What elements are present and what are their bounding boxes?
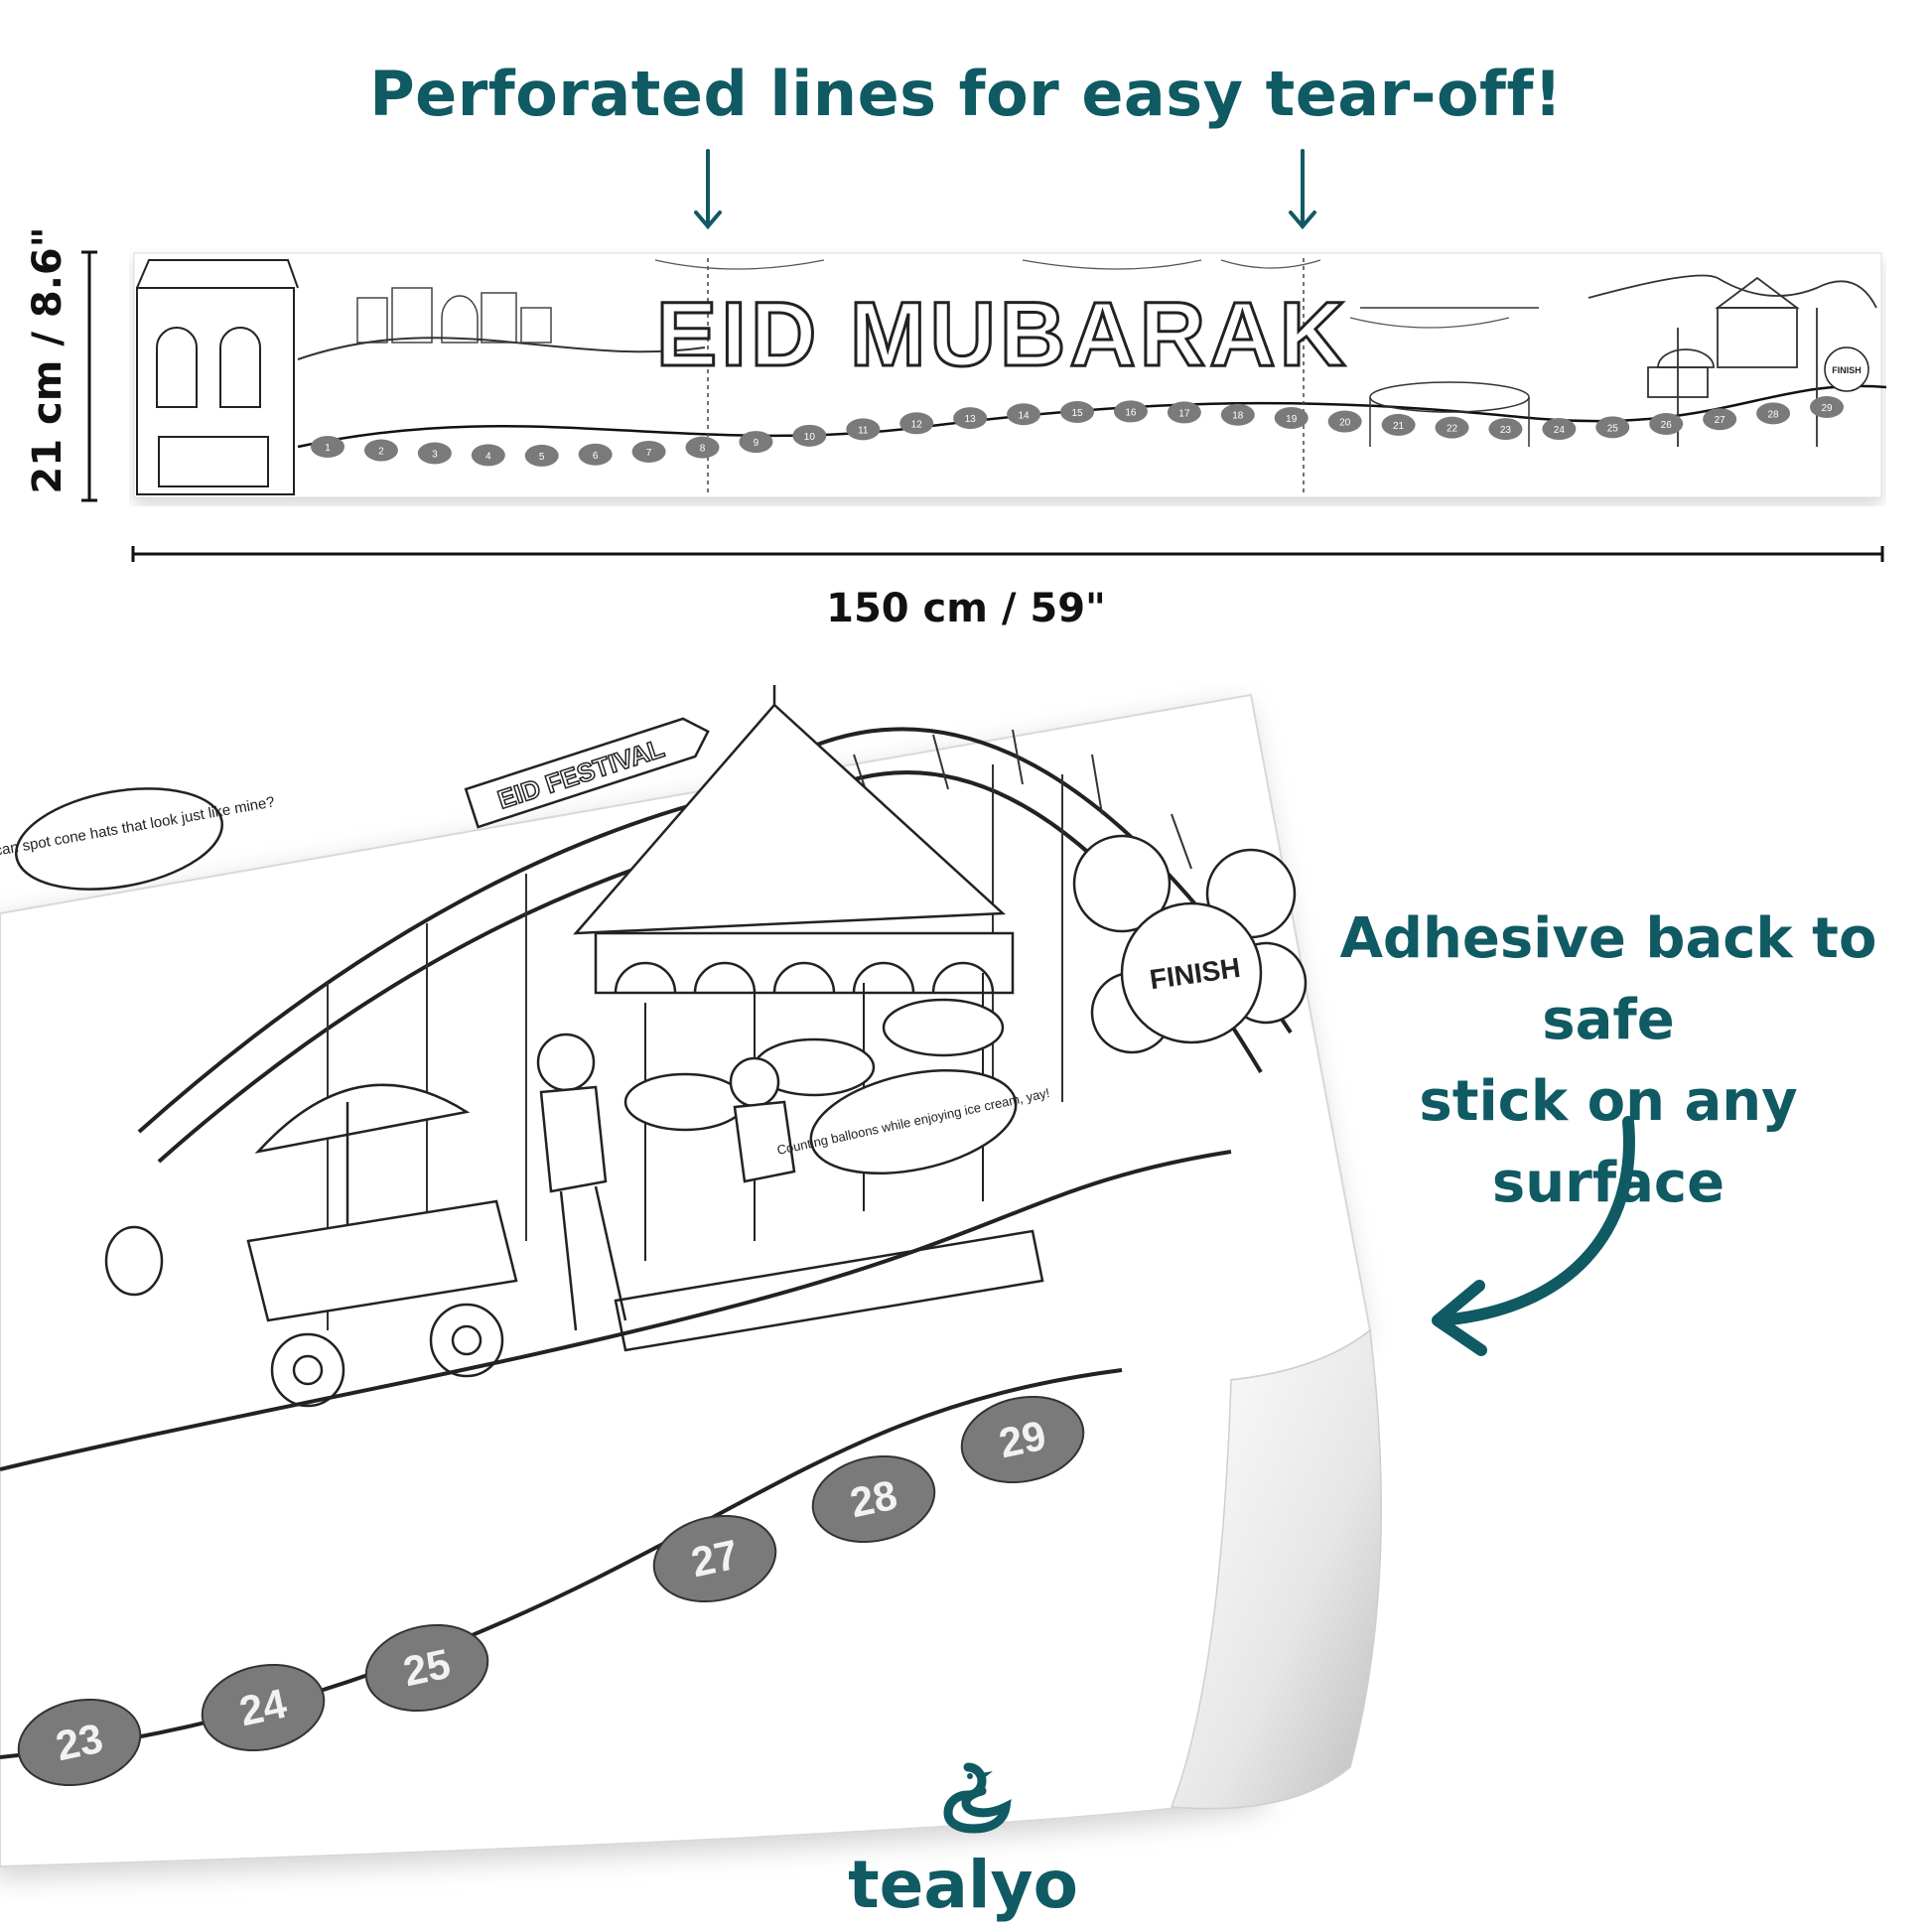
board-number-small: 29 (1821, 403, 1833, 414)
width-label: 150 cm / 59" (826, 586, 1106, 631)
board-number-small: 27 (1715, 415, 1726, 426)
board-number-small: 7 (646, 448, 652, 459)
board-space-small (899, 412, 934, 435)
board-space-small (739, 431, 773, 454)
board-space-small (792, 424, 827, 447)
board-number-large: 23 (52, 1715, 106, 1770)
board-number-small: 15 (1071, 408, 1083, 419)
board-space-small (1542, 418, 1577, 441)
board-number-small: 20 (1339, 418, 1351, 429)
board-number-large: 25 (399, 1640, 454, 1696)
board-space-small (631, 440, 666, 463)
board-space-small (1381, 413, 1416, 436)
curved-arrow-icon (1432, 1116, 1635, 1356)
board-space-small (1060, 401, 1094, 423)
board-number-small: 25 (1607, 423, 1619, 434)
board-space-small (1113, 400, 1148, 423)
board-number-large: 29 (995, 1412, 1049, 1467)
board-space-small (1756, 402, 1791, 425)
board-number-small: 1 (325, 443, 331, 454)
board-number-small: 28 (1768, 409, 1780, 420)
perforation-arrows (694, 149, 1316, 230)
board-space-small (1595, 416, 1630, 439)
board-large: 23 24 25 27 28 29 (17, 1395, 1085, 1787)
board-space-small (1435, 416, 1469, 439)
width-dimension-line (131, 546, 1884, 562)
swan-logo-icon (943, 1762, 1012, 1834)
board-space-small (578, 443, 613, 466)
strip-title: EID MUBARAK (656, 284, 1349, 385)
board-number-small: 18 (1232, 411, 1244, 422)
headline: Perforated lines for easy tear-off! (369, 58, 1563, 130)
adhesive-line-2: stick on any surface (1419, 1069, 1798, 1215)
board-number-small: 14 (1019, 410, 1031, 421)
board-space-small (363, 439, 398, 462)
board-number-small: 8 (700, 444, 706, 455)
adhesive-line-1: Adhesive back to safe (1339, 906, 1877, 1052)
board-space-small (1703, 408, 1737, 431)
board-number-small: 13 (965, 414, 977, 425)
brand-name: tealyo (848, 1847, 1078, 1923)
board-space-large (364, 1623, 489, 1713)
board-number-small: 12 (911, 419, 923, 430)
board-space-large (17, 1698, 142, 1787)
board-number-small: 4 (485, 451, 491, 462)
board-space-small (524, 444, 559, 467)
strip-finish-label: FINISH (1832, 365, 1862, 375)
board-space-small (1007, 403, 1041, 426)
page-curl (1170, 1328, 1382, 1810)
board-space-small (1167, 401, 1201, 424)
board-number-small: 21 (1393, 421, 1405, 432)
board-number-small: 11 (858, 425, 869, 436)
board-number-small: 23 (1500, 425, 1512, 436)
board-space-large (811, 1454, 936, 1544)
board-space-large (960, 1395, 1085, 1484)
board-space-small (1274, 406, 1309, 429)
board-space-small (1220, 403, 1255, 426)
board-number-small: 16 (1125, 407, 1137, 418)
board-number-small: 5 (539, 452, 545, 463)
board-number-small: 22 (1447, 424, 1458, 435)
board-space-large (201, 1663, 326, 1752)
board-space-small (311, 436, 345, 458)
board-number-small: 10 (804, 432, 816, 443)
height-dimension-line (81, 250, 97, 502)
board-number-large: 24 (235, 1680, 291, 1735)
board-number-small: 3 (432, 449, 438, 460)
poster-closeup: EID FESTIVAL (0, 685, 1382, 1868)
board-space-small (846, 418, 881, 441)
board-number-large: 28 (846, 1471, 900, 1527)
board-space-small (953, 407, 988, 430)
board-space-small (417, 442, 452, 465)
board-space-small (471, 444, 505, 467)
board-number-small: 26 (1661, 420, 1673, 431)
board-number-large: 27 (687, 1531, 742, 1587)
board-space-small (1488, 418, 1523, 441)
board-space-small (685, 436, 720, 459)
height-label: 21 cm / 8.6" (25, 226, 70, 494)
board-number-small: 2 (378, 447, 384, 458)
board-number-small: 6 (593, 451, 599, 462)
board-number-small: 24 (1554, 425, 1566, 436)
board-number-small: 19 (1286, 414, 1298, 425)
board-space-small (1649, 412, 1684, 435)
board-space-small (1810, 396, 1844, 418)
board-space-small (1327, 410, 1362, 433)
board-number-small: 9 (754, 438, 759, 449)
board-number-small: 17 (1178, 408, 1190, 419)
adhesive-callout: Adhesive back to safe stick on any surfa… (1311, 898, 1906, 1224)
board-space-large (652, 1514, 777, 1603)
